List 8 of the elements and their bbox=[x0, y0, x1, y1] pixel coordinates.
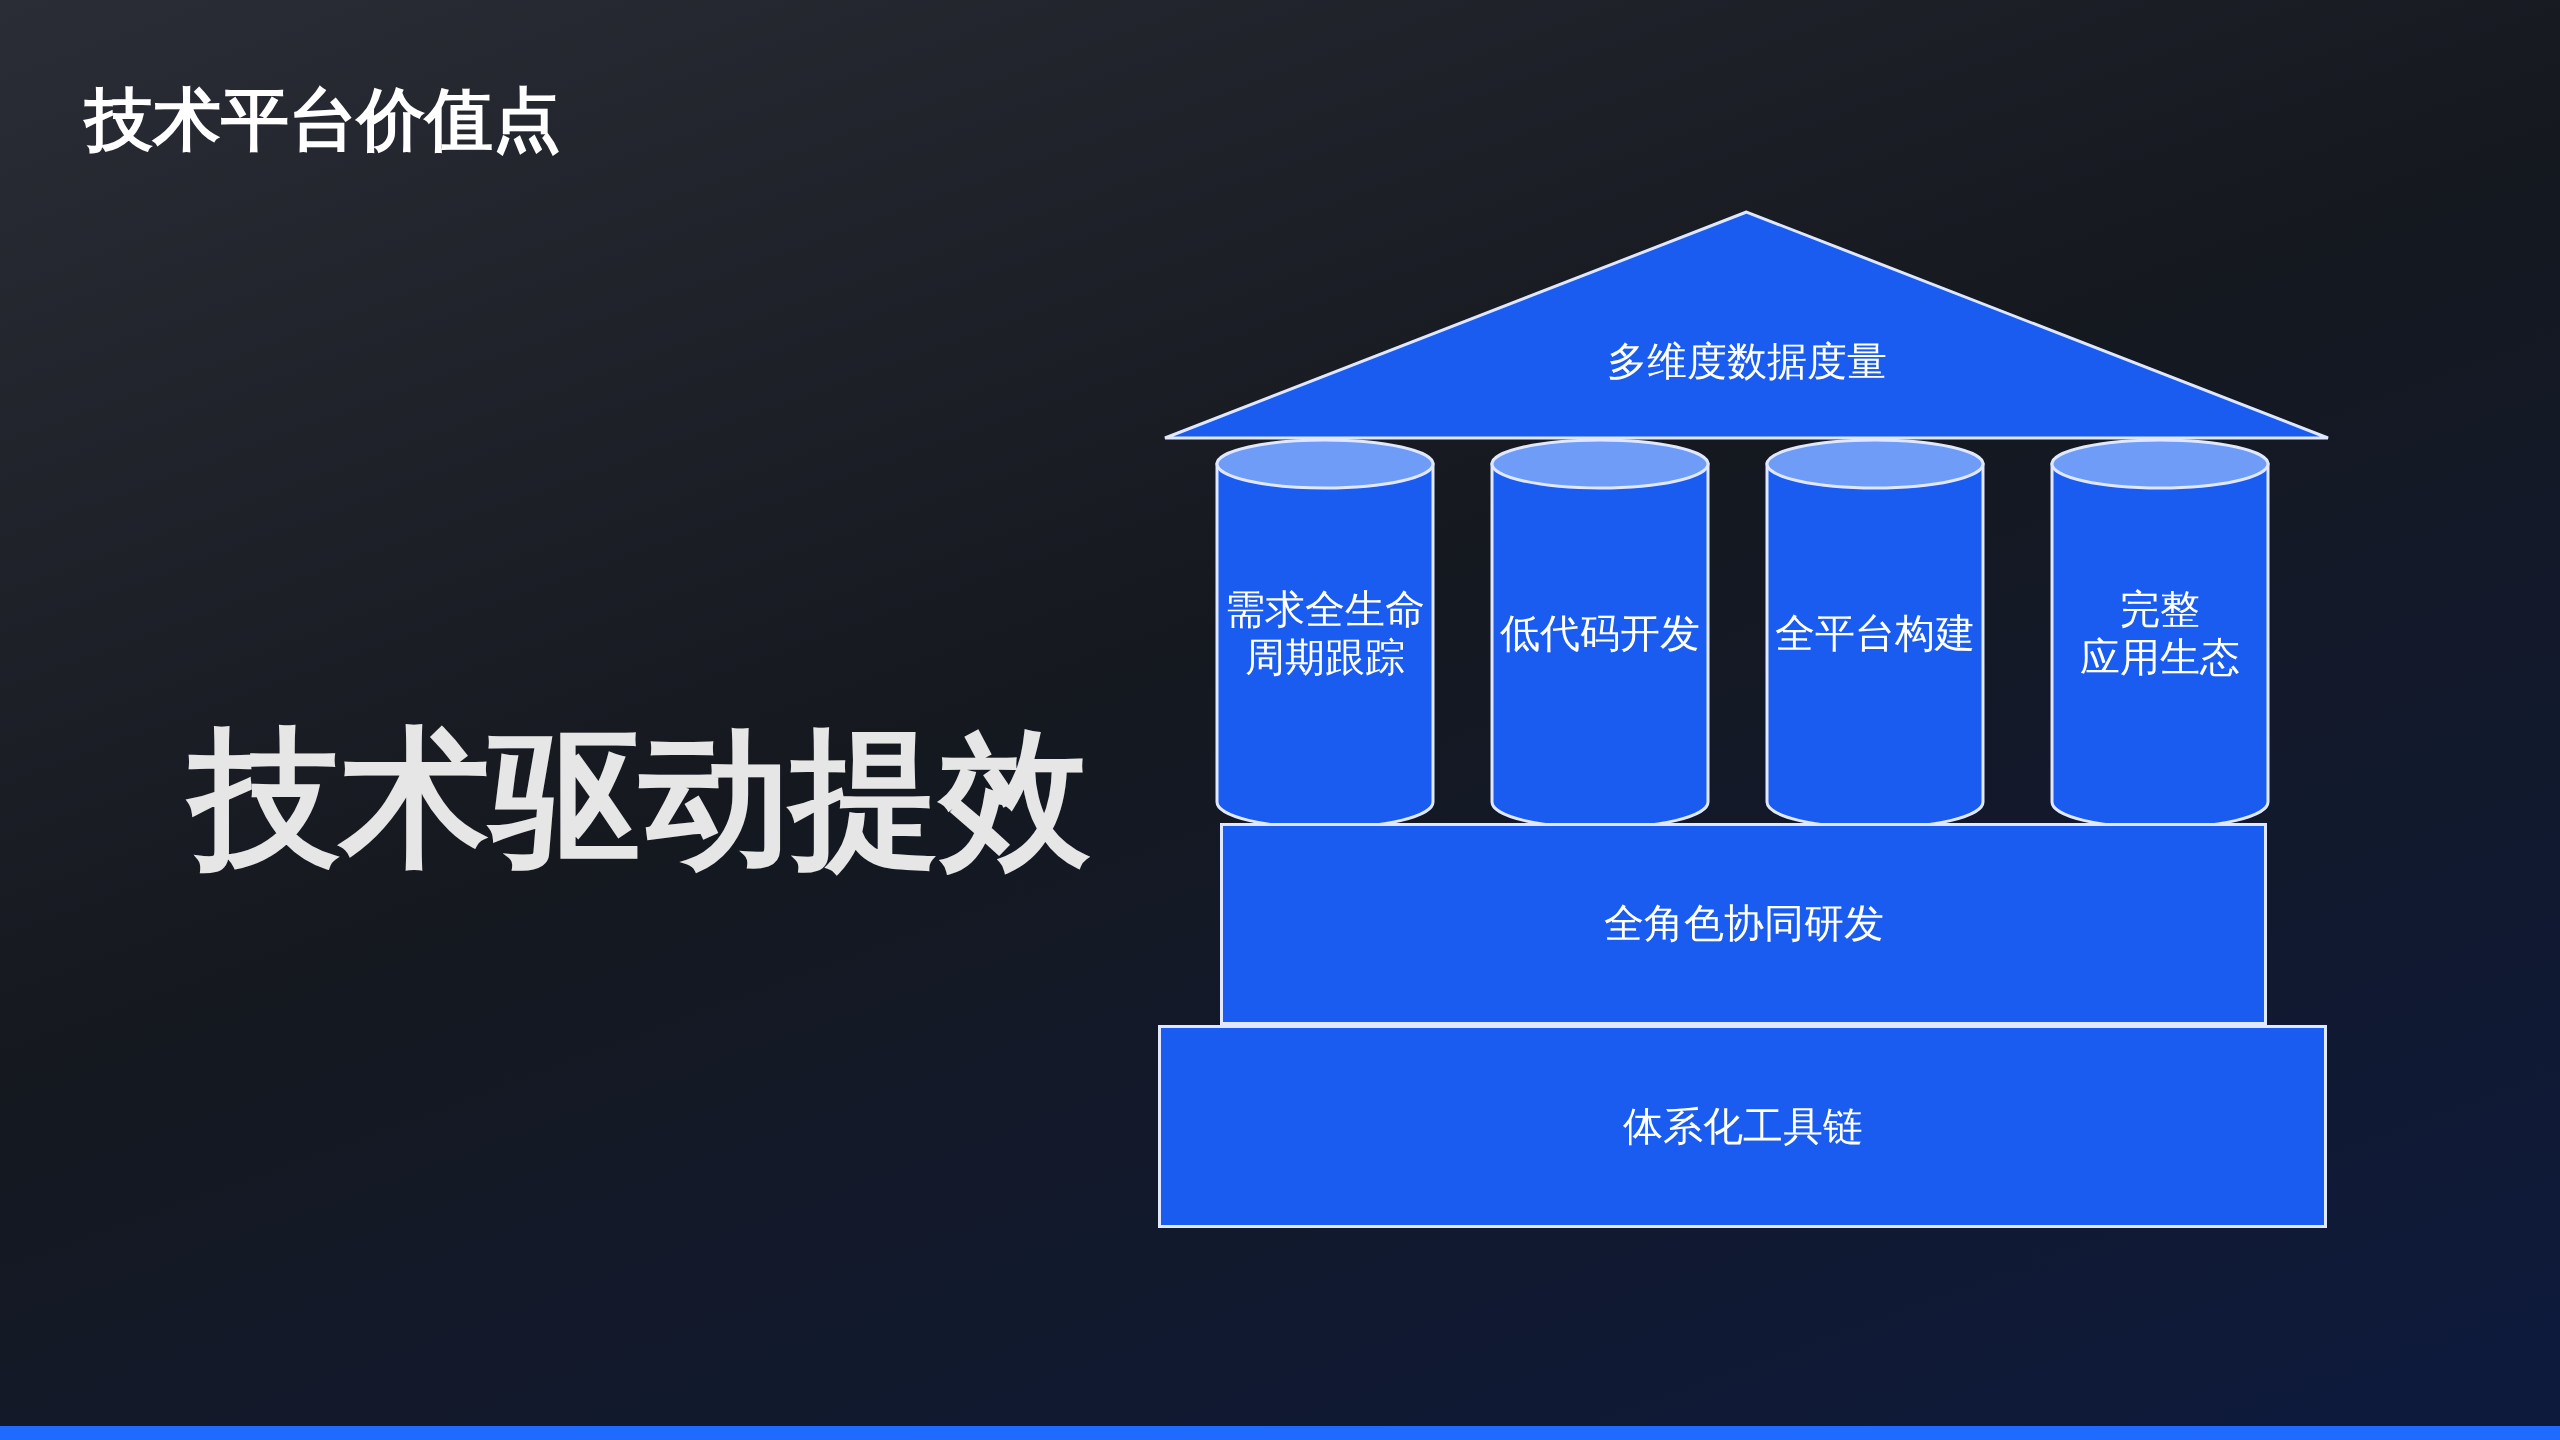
slide-title: 技术平台价值点 bbox=[85, 79, 561, 161]
node-label: 多维度数据度量 bbox=[1605, 336, 1888, 385]
node-label: 完整应用生态 bbox=[2079, 585, 2241, 681]
node-label: 需求全生命周期跟踪 bbox=[1224, 585, 1426, 681]
node-label: 全角色协同研发 bbox=[1602, 899, 1885, 947]
node-label: 低代码开发 bbox=[1499, 609, 1701, 657]
node-label: 全平台构建 bbox=[1774, 609, 1976, 657]
node-label: 体系化工具链 bbox=[1621, 1101, 1864, 1150]
